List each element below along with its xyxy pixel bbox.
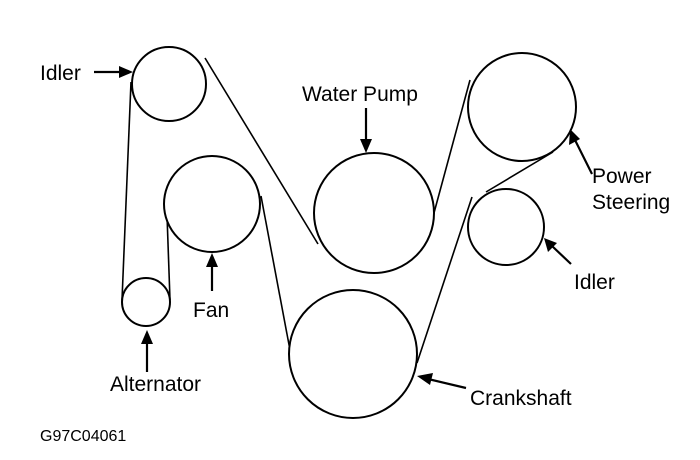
drive-belt xyxy=(121,57,554,364)
idler-right-label: Idler xyxy=(574,271,615,294)
alternator-label: Alternator xyxy=(110,373,201,396)
belt-segment-waterpump-idler xyxy=(204,57,319,245)
figure-code: G97C04061 xyxy=(40,428,126,445)
power-steering-arrow xyxy=(569,129,593,175)
water-pump-arrow xyxy=(360,108,372,153)
belt-segment-idler-powersteering xyxy=(485,151,554,193)
fan-pulley xyxy=(163,155,261,253)
alternator-pulley xyxy=(121,277,171,327)
idler-right-arrow xyxy=(544,238,572,265)
fan-label: Fan xyxy=(193,299,229,322)
belt-segment-crankshaft-idler xyxy=(416,196,473,364)
crankshaft-arrow xyxy=(417,373,467,390)
idler-pulley-right xyxy=(467,188,545,266)
belt-segment-powersteering-waterpump xyxy=(430,79,471,225)
water-pump-pulley xyxy=(313,152,435,274)
power-steering-pulley xyxy=(467,52,577,162)
belt-segment-alternator-fan xyxy=(166,214,171,301)
alternator-arrow xyxy=(141,330,153,372)
idler-pulley-top xyxy=(131,46,207,122)
crankshaft-label: Crankshaft xyxy=(470,387,572,410)
idler-top-arrow xyxy=(94,66,133,78)
crankshaft-pulley xyxy=(288,289,418,419)
water-pump-label: Water Pump xyxy=(302,83,418,106)
idler-top-label: Idler xyxy=(40,62,81,85)
power-steering-label-line2: Steering xyxy=(592,191,670,214)
belt-segment-idler-alternator xyxy=(121,81,132,301)
belt-segment-fan-crankshaft xyxy=(260,195,291,351)
power-steering-label-line1: Power xyxy=(592,165,652,188)
fan-arrow xyxy=(206,253,218,291)
